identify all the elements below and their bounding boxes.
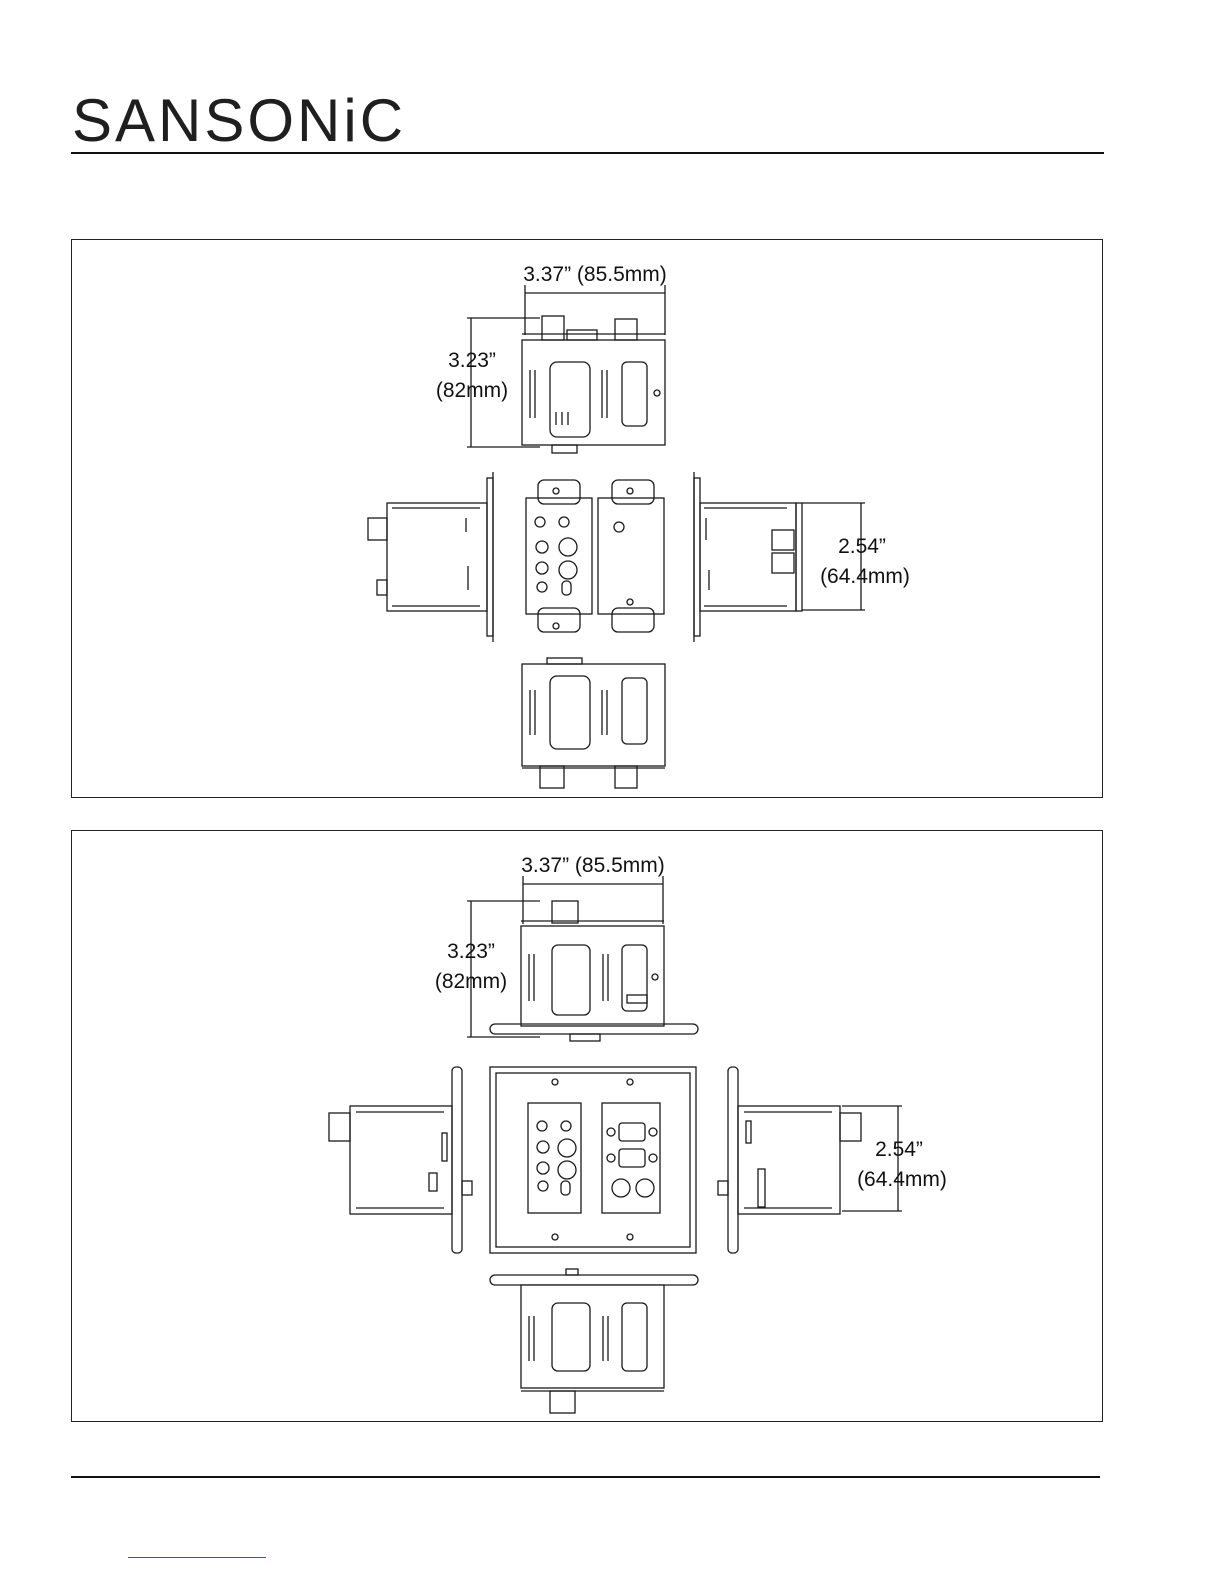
panel-2-drawing: 3.37” (85.5mm) 3.23” (82mm) 2.54” (64.4m… bbox=[72, 831, 1104, 1423]
panel-1-depth-label-mm: (64.4mm) bbox=[820, 565, 910, 588]
panel-2-height-label-in: 3.23” bbox=[447, 940, 495, 963]
footer-link-underline[interactable] bbox=[128, 1557, 266, 1558]
panel-1-depth-label-in: 2.54” bbox=[838, 535, 886, 558]
panel-1-height-label-mm: (82mm) bbox=[436, 379, 508, 402]
panel-2-width-label: 3.37” (85.5mm) bbox=[521, 854, 665, 877]
panel-2-depth-label-in: 2.54” bbox=[875, 1138, 923, 1161]
panel-2-depth-label-mm: (64.4mm) bbox=[857, 1168, 947, 1191]
drawing-panel-1: 3.37” (85.5mm) 3.23” (82mm) 2.54” (64.4m… bbox=[71, 239, 1103, 798]
drawing-panel-2: 3.37” (85.5mm) 3.23” (82mm) 2.54” (64.4m… bbox=[71, 830, 1103, 1422]
brand-logo: SANSONiC bbox=[72, 86, 406, 155]
panel-1-drawing: 3.37” (85.5mm) 3.23” (82mm) 2.54” (64.4m… bbox=[72, 240, 1104, 799]
footer-rule bbox=[71, 1476, 1100, 1478]
panel-1-height-label-in: 3.23” bbox=[448, 349, 496, 372]
panel-1-width-label: 3.37” (85.5mm) bbox=[523, 263, 667, 286]
header-rule bbox=[71, 152, 1104, 154]
panel-2-height-label-mm: (82mm) bbox=[435, 970, 507, 993]
